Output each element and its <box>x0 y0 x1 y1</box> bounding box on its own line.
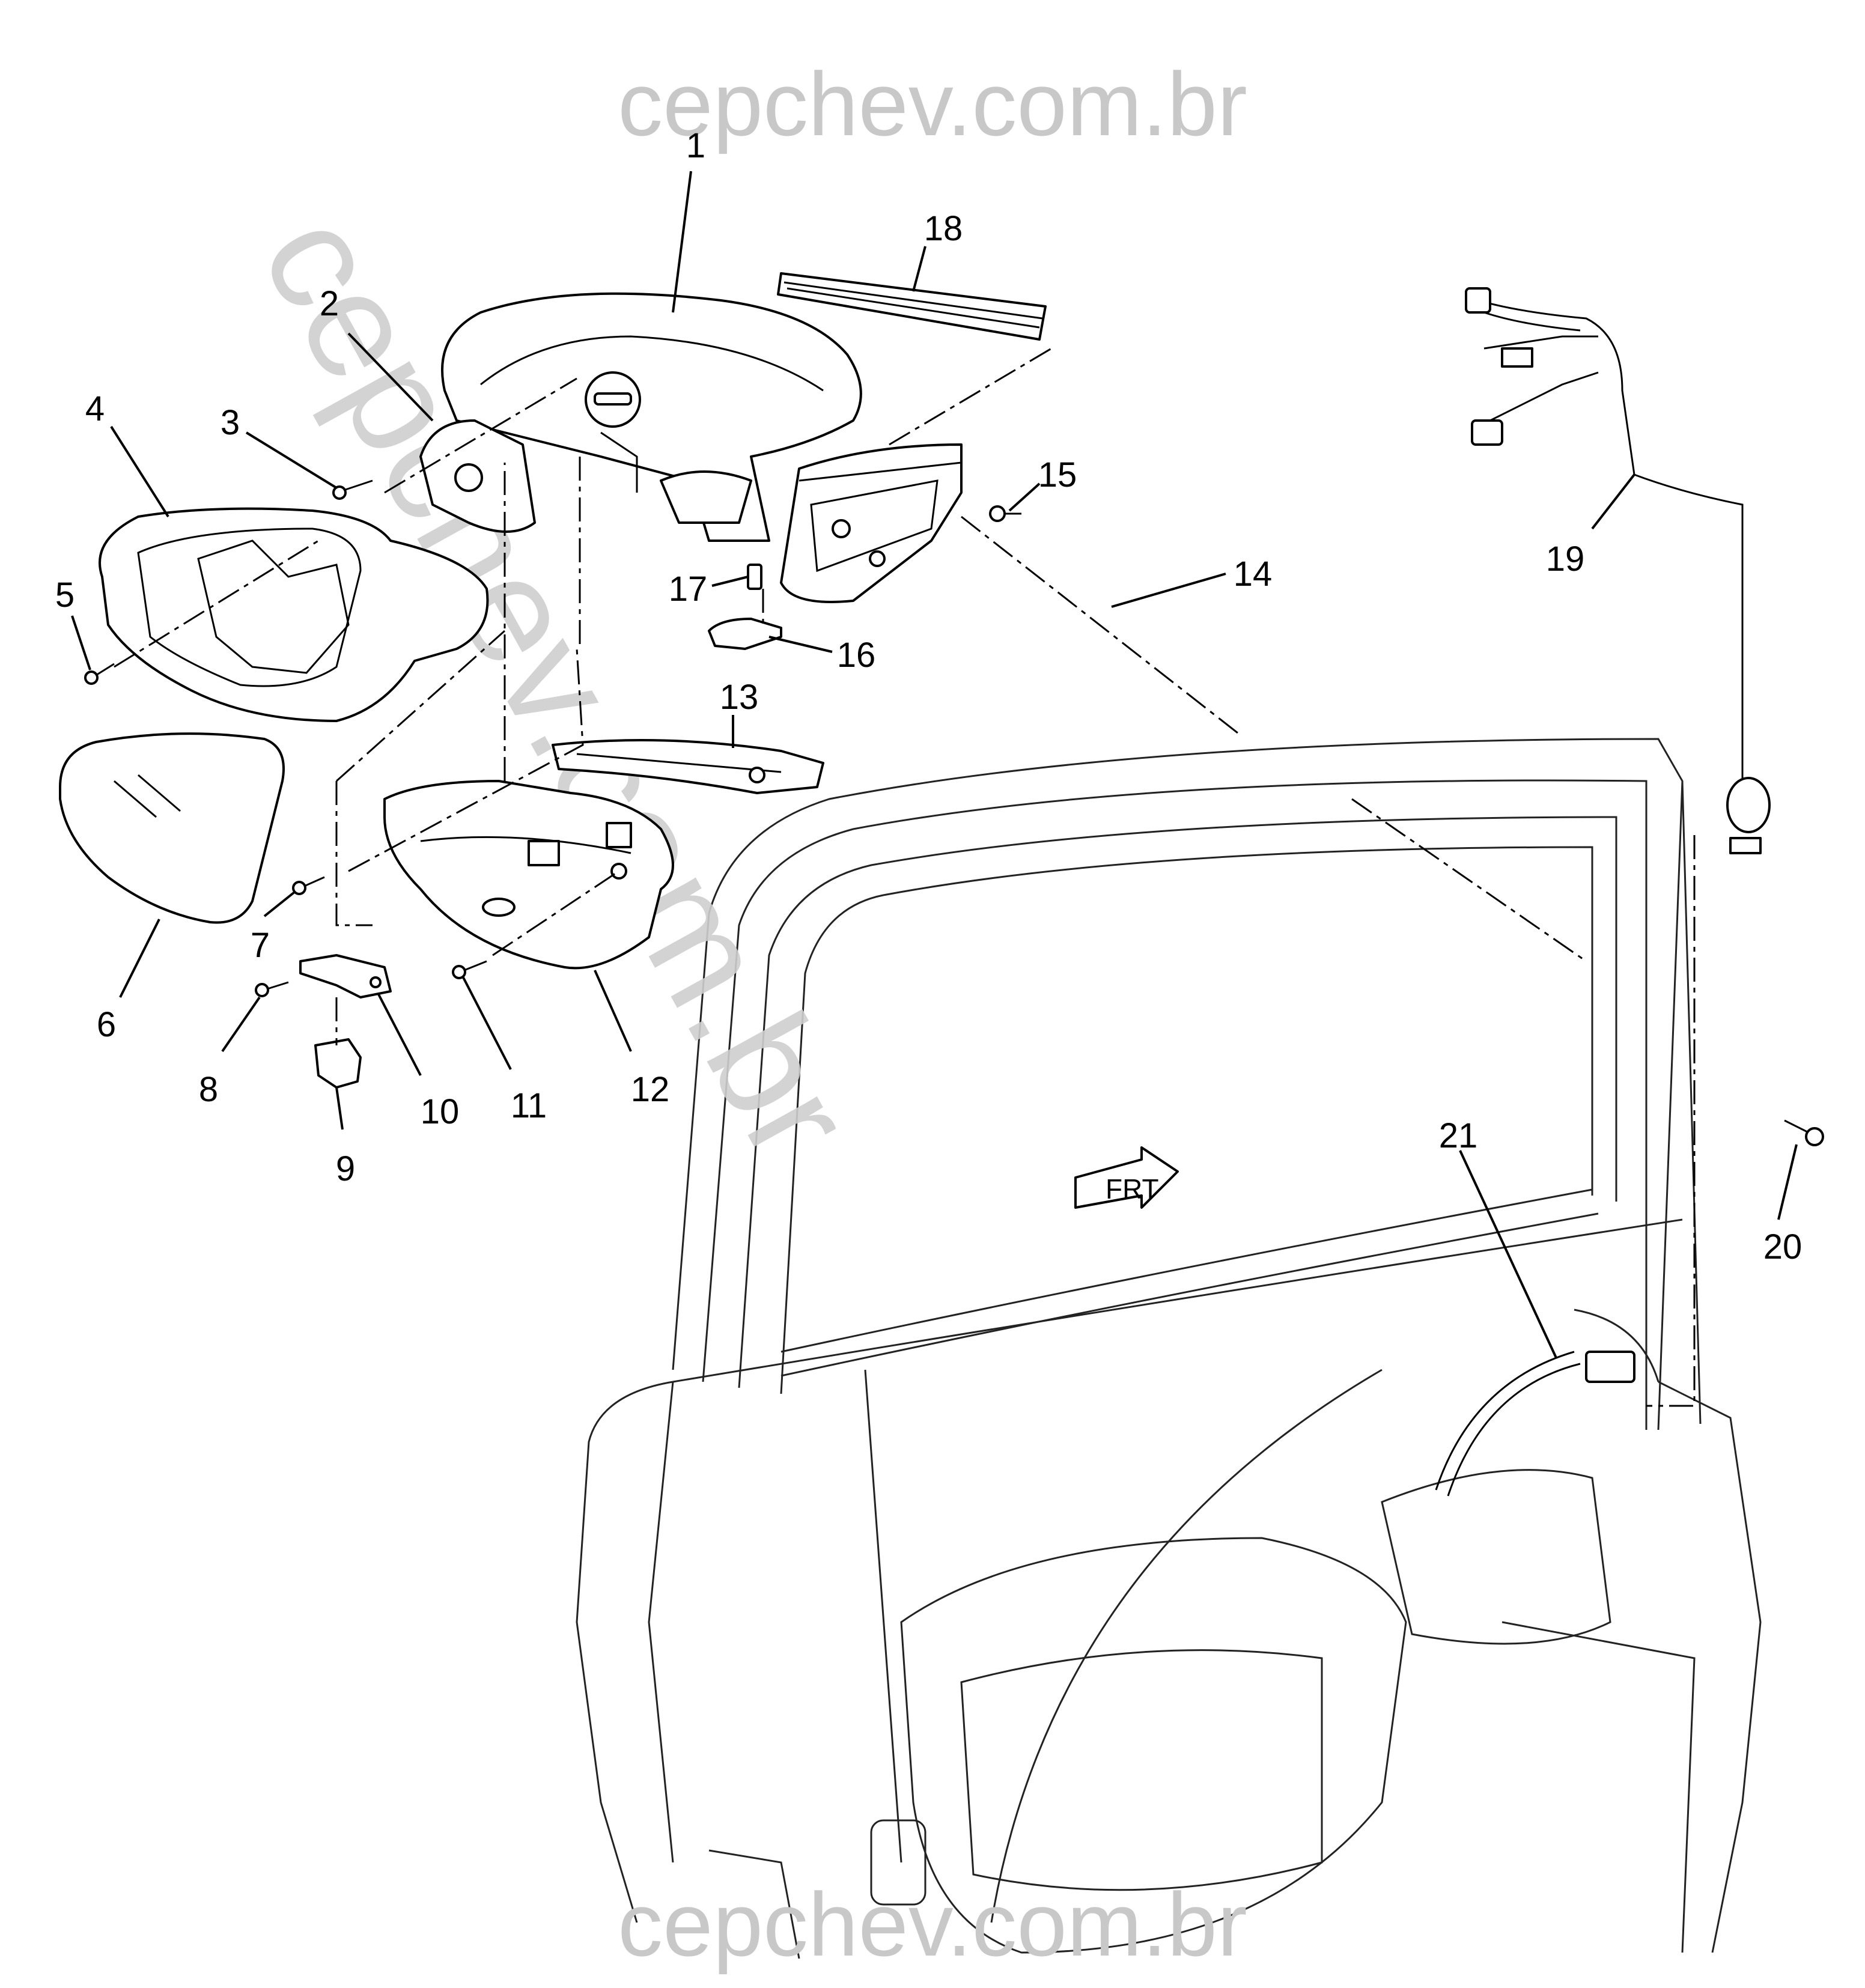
part-2-actuator <box>419 419 536 533</box>
leader-14 <box>1111 573 1226 608</box>
callout-4: 4 <box>85 389 105 428</box>
part-6-mirror-glass <box>59 732 285 924</box>
part-1-mirror-housing <box>441 292 862 542</box>
callout-7: 7 <box>251 926 270 965</box>
door-assembly <box>576 738 1762 1959</box>
callout-9: 9 <box>336 1149 355 1188</box>
part-10-bracket <box>299 954 392 999</box>
part-18-seal-strip <box>777 272 1047 341</box>
leader-10 <box>377 994 422 1076</box>
part-21-harness-grommet <box>1435 1351 1635 1497</box>
leader-6 <box>119 919 160 998</box>
part-12-lower-cover <box>383 780 674 970</box>
callout-15: 15 <box>1038 455 1077 494</box>
leader-11 <box>461 976 512 1070</box>
callout-5: 5 <box>55 576 75 615</box>
callout-11: 11 <box>511 1086 547 1125</box>
callout-18: 18 <box>924 209 963 248</box>
part-13-turn-signal <box>552 739 824 794</box>
part-11-screw <box>452 960 487 979</box>
leader-16 <box>768 636 833 653</box>
callout-16: 16 <box>837 636 876 675</box>
callout-17: 17 <box>669 570 708 609</box>
leader-7 <box>263 891 296 917</box>
part-5-screw <box>84 663 115 685</box>
callout-19: 19 <box>1546 540 1585 579</box>
part-mirror-base-bracket <box>780 443 963 603</box>
frt-label: FRT <box>1106 1173 1159 1205</box>
leader-5 <box>71 615 91 670</box>
part-4-mirror-frame <box>99 507 489 722</box>
leader-8 <box>221 996 261 1053</box>
part-19-wire-harness <box>1465 287 1771 854</box>
callout-12: 12 <box>631 1070 670 1109</box>
leader-3 <box>245 431 338 489</box>
callout-10: 10 <box>421 1092 460 1131</box>
callout-21: 21 <box>1439 1116 1478 1155</box>
leader-1 <box>672 171 692 313</box>
assembly-lines <box>114 347 1696 1407</box>
leader-18 <box>912 246 926 292</box>
callout-6: 6 <box>97 1005 116 1044</box>
part-3-screw <box>332 479 373 500</box>
watermark-bottom: cepchev.com.br <box>618 1874 1247 1975</box>
leader-19 <box>1591 473 1635 530</box>
part-8-screw <box>255 981 289 997</box>
part-7-screw <box>292 876 325 895</box>
leader-lines <box>71 171 1798 1358</box>
part-17-bolt <box>747 564 762 590</box>
callout-1: 1 <box>686 126 705 165</box>
part-20-screw <box>1784 1119 1824 1146</box>
leader-15 <box>1008 482 1041 512</box>
callout-14: 14 <box>1234 555 1273 594</box>
callout-20: 20 <box>1763 1227 1803 1266</box>
part-9-module <box>314 1038 362 1089</box>
callout-2: 2 <box>320 284 339 323</box>
part-15-screw <box>989 505 1021 522</box>
callout-3: 3 <box>221 403 240 442</box>
leader-20 <box>1777 1144 1798 1220</box>
leader-4 <box>110 425 169 518</box>
leader-17 <box>711 576 749 587</box>
leader-21 <box>1459 1150 1557 1358</box>
part-16-clip <box>708 618 782 650</box>
front-direction-marker: FRT <box>1074 1146 1179 1209</box>
leader-12 <box>594 970 632 1052</box>
fasteners <box>84 479 1824 1146</box>
callout-labels: 1 2 3 4 5 6 7 8 9 10 11 12 13 14 15 16 1… <box>55 126 1802 1266</box>
leader-9 <box>335 1087 344 1130</box>
callout-13: 13 <box>720 678 759 717</box>
watermark-top: cepchev.com.br <box>618 53 1247 154</box>
callout-8: 8 <box>199 1070 218 1109</box>
leader-2 <box>347 332 434 422</box>
